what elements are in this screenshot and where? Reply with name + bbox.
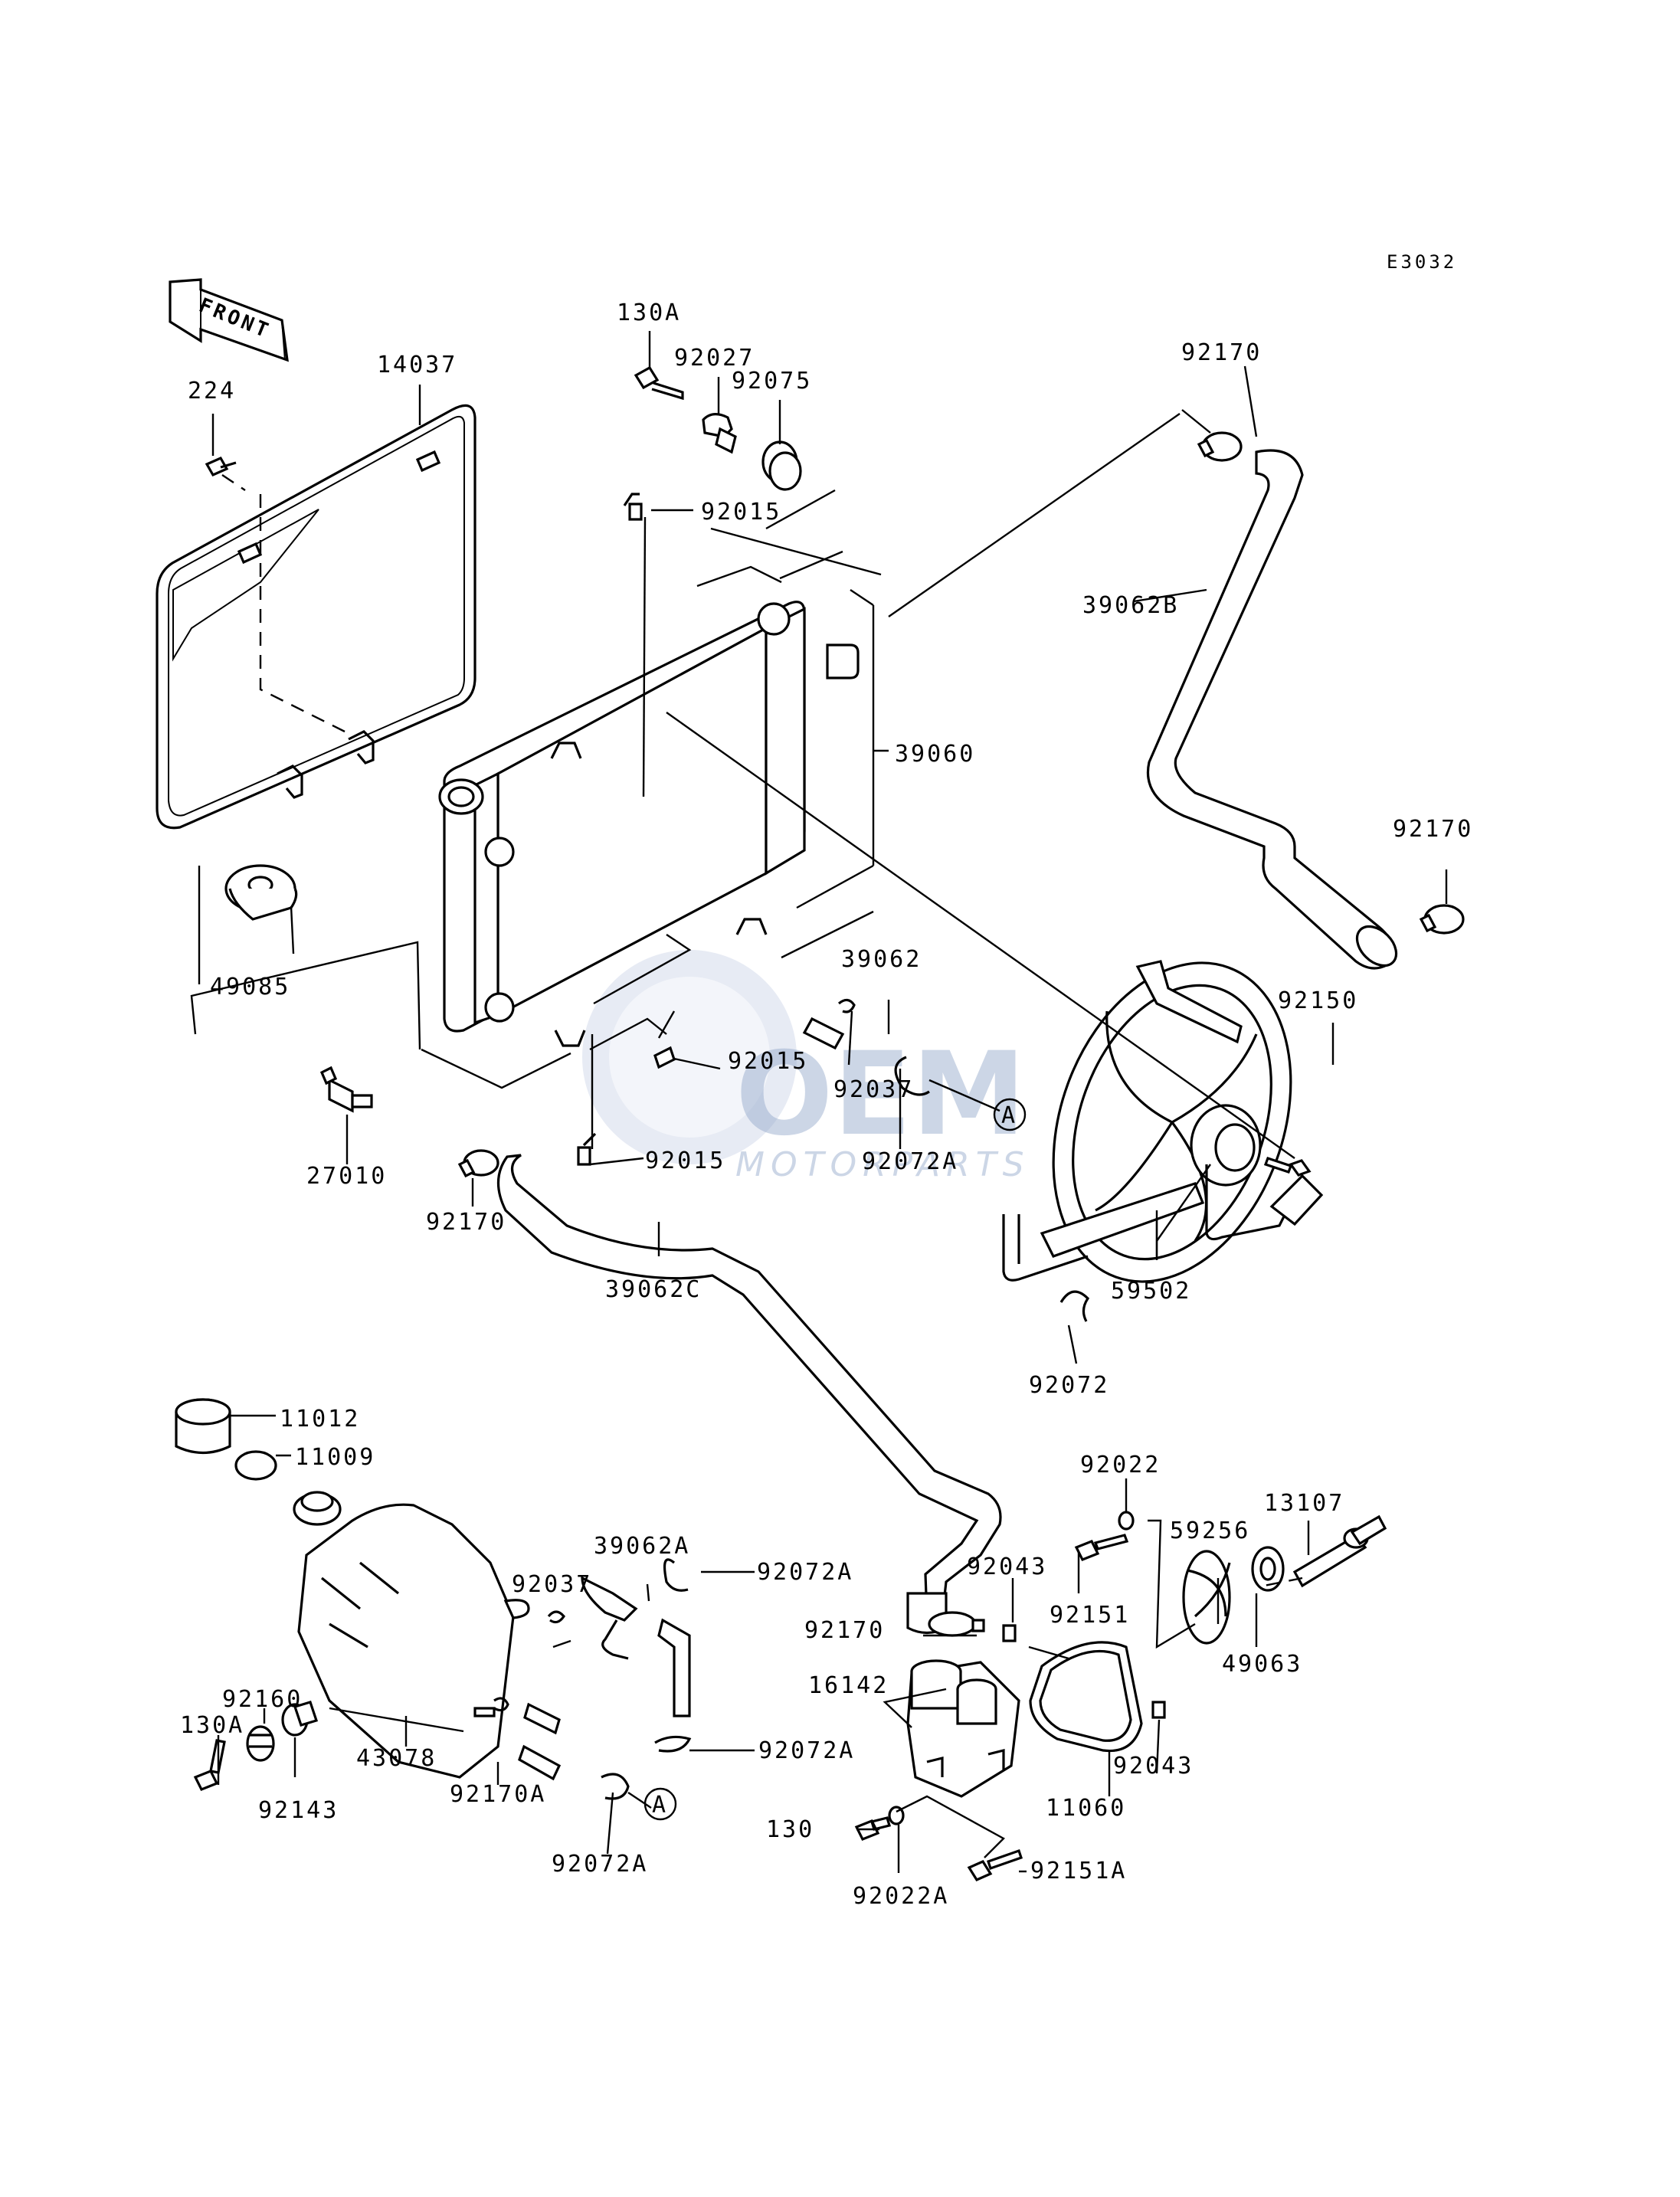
label-92015-top: 92015 [701, 499, 781, 526]
watermark-main: OEM [735, 1028, 1026, 1161]
label-92151a: 92151A [1030, 1858, 1127, 1884]
label-92170-left: 92170 [426, 1209, 506, 1236]
label-92151: 92151 [1050, 1602, 1130, 1629]
diagram-code: E3032 [1387, 251, 1457, 273]
label-92022a: 92022A [853, 1883, 949, 1910]
label-39062a: 39062A [594, 1533, 690, 1560]
label-92170-top: 92170 [1181, 339, 1262, 366]
label-224: 224 [188, 378, 236, 404]
label-92015-mid: 92015 [728, 1048, 808, 1075]
watermark: OEM MOTORPARTS [582, 950, 1030, 1184]
small-parts [193, 365, 1465, 1882]
svg-text:A: A [652, 1792, 668, 1819]
radiator-core [438, 601, 860, 1047]
reference-marker-a-lower: A [644, 1787, 677, 1821]
reserve-tank [293, 1491, 530, 1779]
label-92075: 92075 [732, 368, 812, 395]
tank-cap [175, 1398, 231, 1454]
label-39060: 39060 [895, 741, 975, 768]
label-92072a-bottom: 92072A [552, 1851, 648, 1878]
label-92043-top: 92043 [967, 1554, 1047, 1580]
label-11009: 11009 [295, 1444, 375, 1471]
label-92072: 92072 [1029, 1372, 1109, 1399]
label-92072a-mid: 92072A [862, 1148, 958, 1175]
label-92037-mid: 92037 [833, 1076, 914, 1103]
reference-marker-a-upper: A [993, 1098, 1027, 1131]
fan-assembly [1002, 960, 1324, 1283]
label-59502: 59502 [1111, 1278, 1191, 1305]
leader-lines [211, 331, 1448, 1873]
label-39062b: 39062B [1082, 592, 1179, 619]
dashed-lines [221, 474, 1303, 1587]
label-39062: 39062 [841, 946, 922, 973]
front-arrow-icon: FRONT [169, 278, 289, 362]
label-92043-bottom: 92043 [1113, 1753, 1194, 1780]
label-92027: 92027 [674, 345, 755, 372]
label-92170-right: 92170 [1393, 816, 1473, 843]
label-27010: 27010 [306, 1163, 387, 1190]
label-11060: 11060 [1046, 1795, 1126, 1822]
label-49063: 49063 [1222, 1651, 1302, 1678]
label-92037-tank: 92037 [512, 1571, 592, 1598]
radiator-bracket-lines [190, 550, 889, 1089]
label-59256: 59256 [1170, 1518, 1250, 1544]
label-11012: 11012 [280, 1406, 360, 1432]
impeller [1182, 1550, 1231, 1645]
label-92015-low: 92015 [645, 1148, 725, 1174]
label-130a-bottom: 130A [180, 1712, 244, 1739]
lower-hose [496, 1154, 1002, 1635]
label-92143: 92143 [258, 1797, 339, 1824]
label-92160: 92160 [222, 1686, 303, 1713]
label-92022-top: 92022 [1080, 1452, 1161, 1478]
label-92150: 92150 [1278, 987, 1358, 1014]
label-130a-top: 130A [617, 300, 681, 326]
label-13107: 13107 [1264, 1490, 1344, 1517]
label-92072a-lower: 92072A [758, 1737, 855, 1764]
part-labels: 224 14037 130A 92027 92075 92015 92170 3… [180, 300, 1473, 1910]
upper-hose [1133, 449, 1398, 970]
pump-gasket [1029, 1641, 1143, 1753]
label-130: 130 [766, 1816, 814, 1843]
label-39062c: 39062C [605, 1276, 702, 1303]
label-92072a-tank: 92072A [757, 1559, 853, 1586]
svg-text:A: A [1001, 1102, 1017, 1129]
radiator-screen [156, 404, 476, 830]
label-49085: 49085 [210, 974, 290, 1000]
label-92170-pump: 92170 [804, 1617, 885, 1644]
label-43078: 43078 [356, 1745, 437, 1772]
water-pump [906, 1659, 1020, 1798]
label-16142: 16142 [808, 1672, 889, 1699]
watermark-sub: MOTORPARTS [735, 1145, 1030, 1184]
label-92170a: 92170A [450, 1781, 546, 1808]
tank-cap-seal [234, 1450, 277, 1481]
label-14037: 14037 [377, 352, 457, 378]
pump-shaft [1292, 1514, 1387, 1588]
